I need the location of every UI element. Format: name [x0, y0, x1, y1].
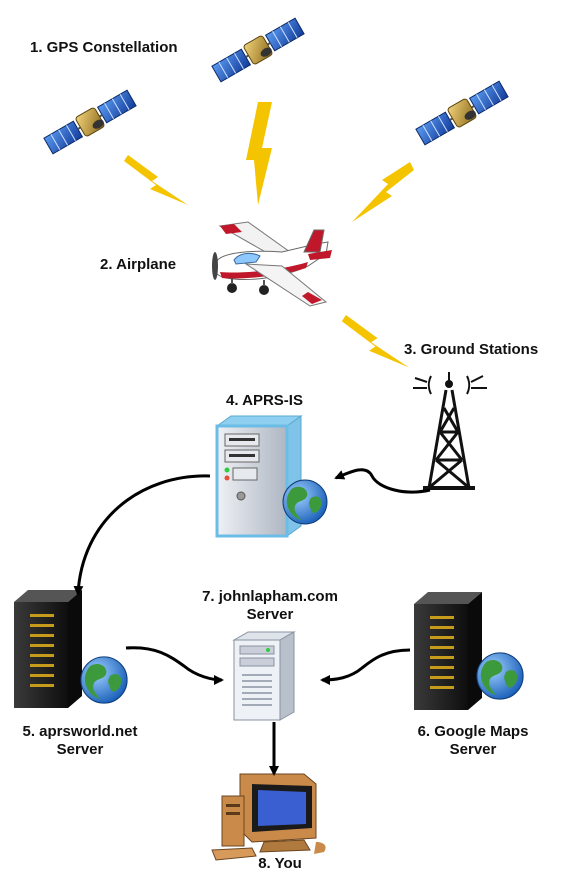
- label-aprsworld-line2: Server: [56, 741, 104, 758]
- label-you: 8. You: [258, 855, 302, 872]
- satellite-icon: [209, 15, 307, 85]
- lightning-icon: [246, 102, 272, 205]
- label-google-maps-line1: 6. Google Maps: [417, 723, 529, 740]
- rack-server-icon: [414, 592, 482, 710]
- computer-icon: [211, 773, 326, 861]
- label-aprsworld: 5. aprsworld.net Server: [0, 723, 160, 759]
- arrow-google-to-johnlapham: [320, 648, 411, 685]
- arrow-aprsworld-to-johnlapham: [125, 646, 224, 685]
- server-tower-icon: [215, 415, 303, 538]
- label-airplane: 2. Airplane: [100, 256, 177, 273]
- arrow-ground-to-aprs: [334, 468, 431, 494]
- label-aprs-is: 4. APRS-IS: [226, 392, 303, 409]
- lightning-icon: [352, 162, 414, 222]
- server-tower-icon: [232, 631, 296, 721]
- label-aprsworld-line1: 5. aprsworld.net: [22, 723, 138, 740]
- label-google-maps: 6. Google Maps Server: [393, 723, 553, 759]
- globe-icon: [80, 656, 128, 704]
- globe-icon: [476, 652, 524, 700]
- label-johnlapham: 7. johnlapham.com Server: [180, 588, 360, 624]
- label-ground-stations: 3. Ground Stations: [404, 341, 539, 358]
- radio-tower-icon: [413, 372, 487, 490]
- airplane-icon: [212, 221, 332, 307]
- arrow-aprs-to-aprsworld: [73, 474, 211, 596]
- lightning-icon: [124, 155, 188, 205]
- label-google-maps-line2: Server: [449, 741, 497, 758]
- satellite-icon: [413, 78, 511, 148]
- globe-icon: [282, 479, 328, 525]
- label-johnlapham-line1: 7. johnlapham.com: [202, 588, 338, 605]
- label-gps-constellation: 1. GPS Constellation: [30, 39, 178, 56]
- connection-arrows: [73, 468, 431, 776]
- lightning-icon: [341, 315, 409, 368]
- satellite-icon: [41, 87, 139, 157]
- rack-server-icon: [14, 590, 82, 708]
- label-johnlapham-line2: Server: [246, 606, 294, 623]
